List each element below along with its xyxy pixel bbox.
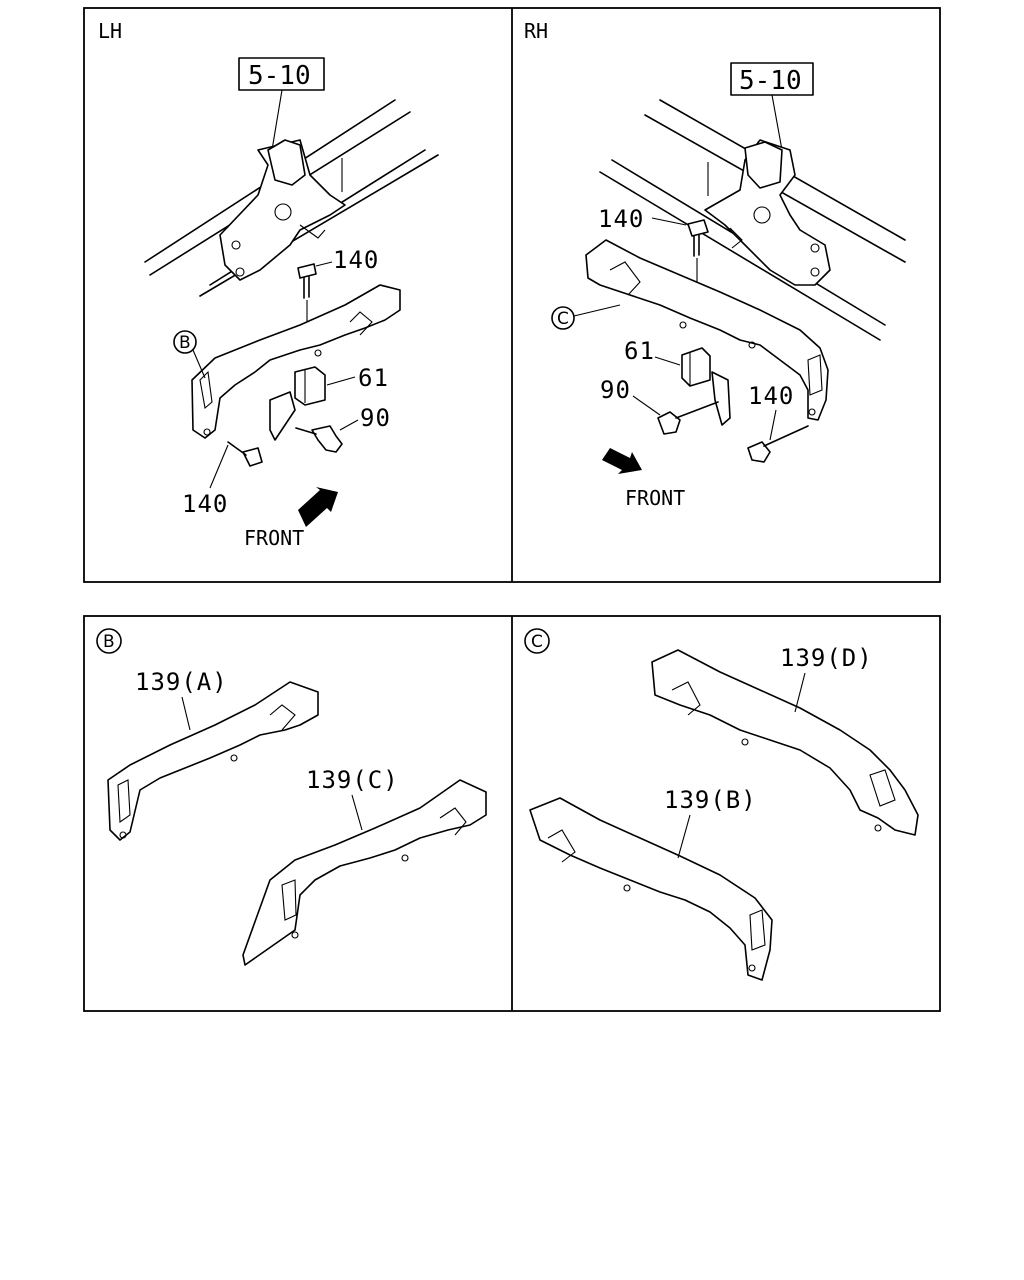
detail-b-title: B xyxy=(103,632,115,652)
lh-leader-61 xyxy=(326,376,356,386)
rh-leader-90 xyxy=(632,395,661,416)
lh-ref-label: 5-10 xyxy=(248,61,311,91)
part-139a-label: 139(A) xyxy=(135,668,228,696)
part-139b-leader xyxy=(677,814,691,859)
detail-b-marker xyxy=(96,628,122,654)
part-139b-label: 139(B) xyxy=(664,786,757,814)
part-139d-bracket xyxy=(651,649,919,836)
rh-engine-mount xyxy=(704,139,831,286)
rh-leader-c xyxy=(573,304,621,317)
lh-front-label: FRONT xyxy=(244,526,304,550)
lh-panel: LH 5-10 140 xyxy=(98,19,439,550)
rh-title: RH xyxy=(524,19,548,43)
part-139d-leader xyxy=(794,672,806,713)
lh-leader-140-top xyxy=(315,261,333,267)
part-139c-leader xyxy=(351,794,363,831)
rh-leader-140-right xyxy=(769,409,777,441)
rh-bolt-90 xyxy=(657,401,719,435)
rh-crossmember-bracket xyxy=(585,239,829,421)
rh-callout-140-right: 140 xyxy=(748,382,794,410)
part-139d-label: 139(D) xyxy=(780,644,873,672)
rh-detail-c-marker xyxy=(551,306,575,330)
lh-callout-61: 61 xyxy=(358,364,389,392)
lh-detail-b-label: B xyxy=(179,333,191,353)
lh-callout-90: 90 xyxy=(360,404,391,432)
lh-callout-140-bottom: 140 xyxy=(182,490,228,518)
rh-callout-61: 61 xyxy=(624,337,655,365)
lh-callout-140-top: 140 xyxy=(333,246,379,274)
detail-c-title: C xyxy=(531,632,543,652)
rh-leader-140-top xyxy=(651,217,687,226)
part-139a-bracket xyxy=(107,681,319,841)
rh-ref-leader xyxy=(771,94,783,151)
lh-leader-90 xyxy=(339,419,359,431)
lh-ref-leader xyxy=(271,89,283,151)
lh-bolt-90 xyxy=(295,425,343,453)
part-139c-bracket xyxy=(242,779,487,966)
lh-leader-140-bottom xyxy=(209,444,229,489)
detail-c-marker xyxy=(524,628,550,654)
rh-panel: RH 5-10 140 xyxy=(524,19,906,510)
rh-detail-c-label: C xyxy=(557,309,569,329)
lh-block-61 xyxy=(269,366,326,441)
detail-c-panel: C 139(D) 139(B) xyxy=(524,628,919,981)
lh-front-arrow-icon xyxy=(298,487,338,527)
part-139a-leader xyxy=(181,696,191,731)
rh-ref-label: 5-10 xyxy=(739,66,802,96)
rh-bolt-140-top xyxy=(687,219,709,290)
lh-title: LH xyxy=(98,19,122,43)
rh-front-arrow-icon xyxy=(602,448,642,474)
part-139c-label: 139(C) xyxy=(306,766,399,794)
part-139b-bracket xyxy=(529,797,773,981)
lh-crossmember-bracket xyxy=(191,284,401,439)
rh-front-label: FRONT xyxy=(625,486,685,510)
lh-bolt-140-bottom xyxy=(227,441,263,467)
lh-detail-b-marker xyxy=(173,330,197,354)
rh-bolt-140-right xyxy=(747,425,809,463)
detail-b-panel: B 139(A) 139(C) xyxy=(96,628,487,966)
rh-leader-61 xyxy=(654,356,681,366)
rh-block-61 xyxy=(681,347,731,426)
lh-leader-b xyxy=(192,349,206,379)
rh-callout-140-top: 140 xyxy=(598,205,644,233)
lh-engine-mount xyxy=(219,139,346,281)
rh-callout-90: 90 xyxy=(600,376,631,404)
